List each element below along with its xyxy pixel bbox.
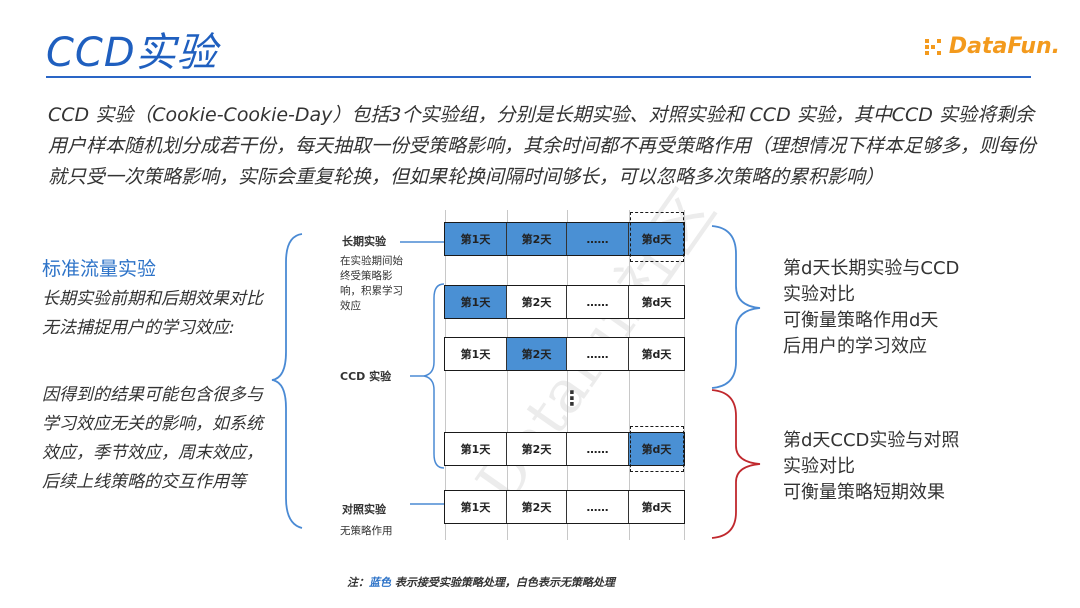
cell-day2: 第2天 xyxy=(507,491,567,523)
lower-right-brace-icon xyxy=(711,389,761,539)
cell-dots: …… xyxy=(567,433,629,465)
left-paragraph-1: 长期实验前期和后期效果对比无法捕捉用户的学习效应: xyxy=(42,289,263,338)
cell-dayd: 第d天 xyxy=(629,433,684,465)
ccd-experiment-label: CCD 实验 xyxy=(340,370,392,383)
dayd-highlight-box xyxy=(630,212,684,262)
dayd-highlight-box xyxy=(630,426,684,472)
grid-line xyxy=(684,210,685,540)
intro-paragraph: CCD 实验（Cookie-Cookie-Day）包括3个实验组，分别是长期实验… xyxy=(48,104,1037,188)
cell-dayd: 第d天 xyxy=(629,286,684,318)
cell-day1: 第1天 xyxy=(445,433,507,465)
ccd-row-2: 第1天 第2天 …… 第d天 xyxy=(444,337,685,371)
upper-comparison-text: 第d天长期实验与CCD 实验对比 可衡量策略作用d天 后用户的学习效应 xyxy=(783,258,960,357)
long-experiment-row: 第1天 第2天 …… 第d天 xyxy=(444,222,685,256)
grid-line xyxy=(507,210,508,540)
grid-line xyxy=(629,210,630,540)
logo-mark-icon xyxy=(924,38,941,55)
control-experiment-desc: 无策略作用 xyxy=(340,525,393,537)
ccd-row-d: 第1天 第2天 …… 第d天 xyxy=(444,432,685,466)
upper-right-brace-icon xyxy=(711,225,761,389)
vertical-ellipsis: ⋮ xyxy=(562,386,582,410)
cell-dayd: 第d天 xyxy=(629,491,684,523)
long-experiment-label: 长期实验 xyxy=(342,235,386,248)
cell-day2: 第2天 xyxy=(507,223,567,255)
page-title: CCD实验 xyxy=(46,30,218,76)
control-row: 第1天 第2天 …… 第d天 xyxy=(444,490,685,524)
left-heading: 标准流量实验 xyxy=(42,258,157,280)
header-divider xyxy=(46,76,1031,78)
left-paragraph-2: 因得到的结果可能包含很多与学习效应无关的影响，如系统效应，季节效应，周末效应，后… xyxy=(42,385,263,492)
cell-dots: …… xyxy=(567,223,629,255)
cell-day2: 第2天 xyxy=(507,286,567,318)
cell-day1: 第1天 xyxy=(445,223,507,255)
footnote: 注：蓝色 表示接受实验策略处理，白色表示无策略处理 xyxy=(347,576,615,589)
cell-day2: 第2天 xyxy=(507,433,567,465)
grid-line xyxy=(445,210,446,540)
long-connector-icon xyxy=(400,241,444,243)
grid-line xyxy=(567,210,568,540)
cell-day1: 第1天 xyxy=(445,491,507,523)
long-experiment-desc: 在实验期间始终受策略影响，积累学习效应 xyxy=(340,255,403,312)
datafun-logo: DataFun. xyxy=(924,34,1060,59)
cell-dayd: 第d天 xyxy=(629,338,684,370)
cell-dots: …… xyxy=(567,491,629,523)
lower-comparison-text: 第d天CCD实验与对照 实验对比 可衡量策略短期效果 xyxy=(783,430,960,503)
ccd-row-1: 第1天 第2天 …… 第d天 xyxy=(444,285,685,319)
left-brace-icon xyxy=(271,233,303,529)
ccd-brace-icon xyxy=(410,283,445,469)
control-experiment-label: 对照实验 xyxy=(342,503,386,516)
cell-day1: 第1天 xyxy=(445,338,507,370)
logo-text: DataFun. xyxy=(948,34,1060,59)
cell-dayd: 第d天 xyxy=(629,223,684,255)
cell-dots: …… xyxy=(567,338,629,370)
cell-day1: 第1天 xyxy=(445,286,507,318)
cell-day2: 第2天 xyxy=(507,338,567,370)
control-connector-icon xyxy=(410,503,444,505)
cell-dots: …… xyxy=(567,286,629,318)
